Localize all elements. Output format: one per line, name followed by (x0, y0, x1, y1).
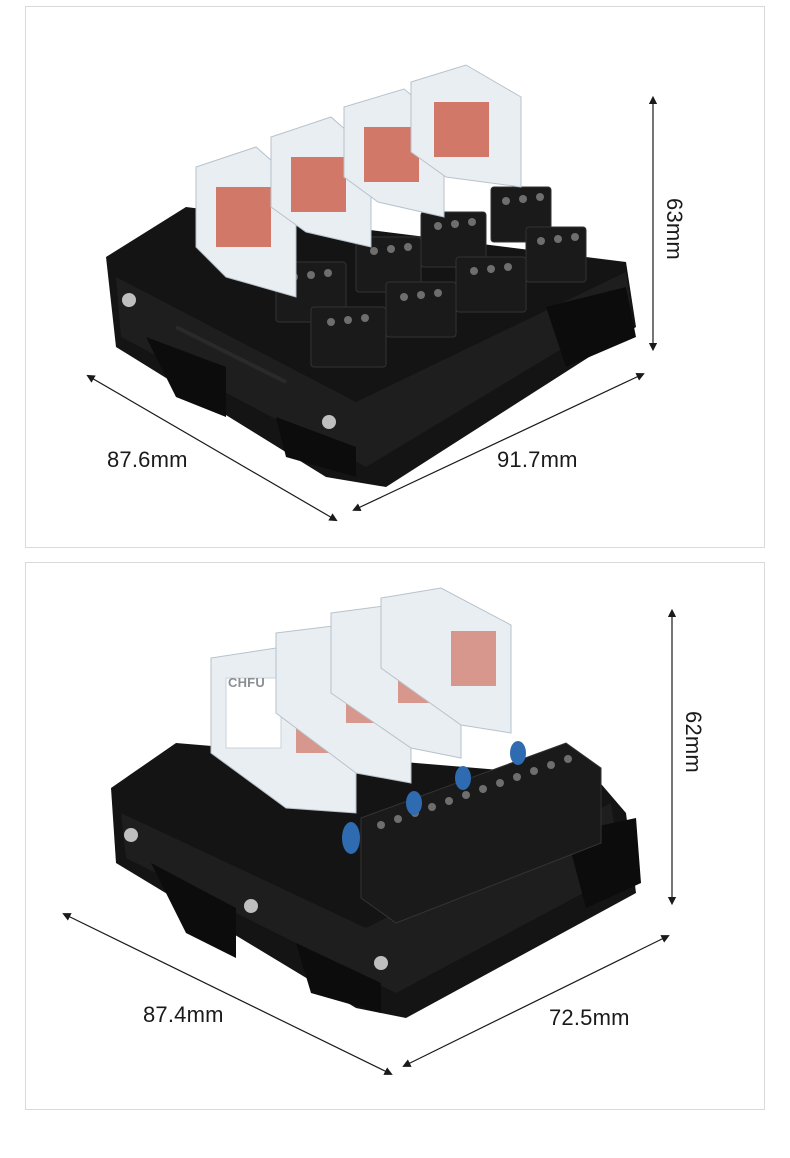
relay-4 (410, 64, 522, 188)
terminal-strip (360, 742, 602, 924)
height-dimension-label: 63mm (661, 198, 687, 260)
depth-dimension-line (86, 374, 338, 522)
depth-dimension-label: 87.4mm (143, 1002, 224, 1027)
width-dimension-label: 72.5mm (549, 1005, 630, 1030)
product-photo-top: 63mm 87.6mm 91.7mm (25, 6, 765, 548)
relay-module-illustration-bottom (62, 587, 677, 1075)
relay-module-illustration-top (86, 64, 658, 522)
terminal-screws (290, 193, 579, 326)
depth-dimension-line (62, 913, 393, 1075)
relay-brand-label: CHFU (228, 675, 265, 690)
height-dimension-label: 62mm (680, 711, 706, 773)
width-dimension-line (352, 372, 645, 512)
relay-4 (380, 587, 512, 734)
width-dimension-label: 91.7mm (497, 447, 578, 472)
depth-dimension-label: 87.6mm (107, 447, 188, 472)
varistors (342, 741, 526, 854)
product-photo-bottom: CHFU 62mm 87.4mm 72.5mm (25, 562, 765, 1110)
width-dimension-line (402, 935, 670, 1067)
